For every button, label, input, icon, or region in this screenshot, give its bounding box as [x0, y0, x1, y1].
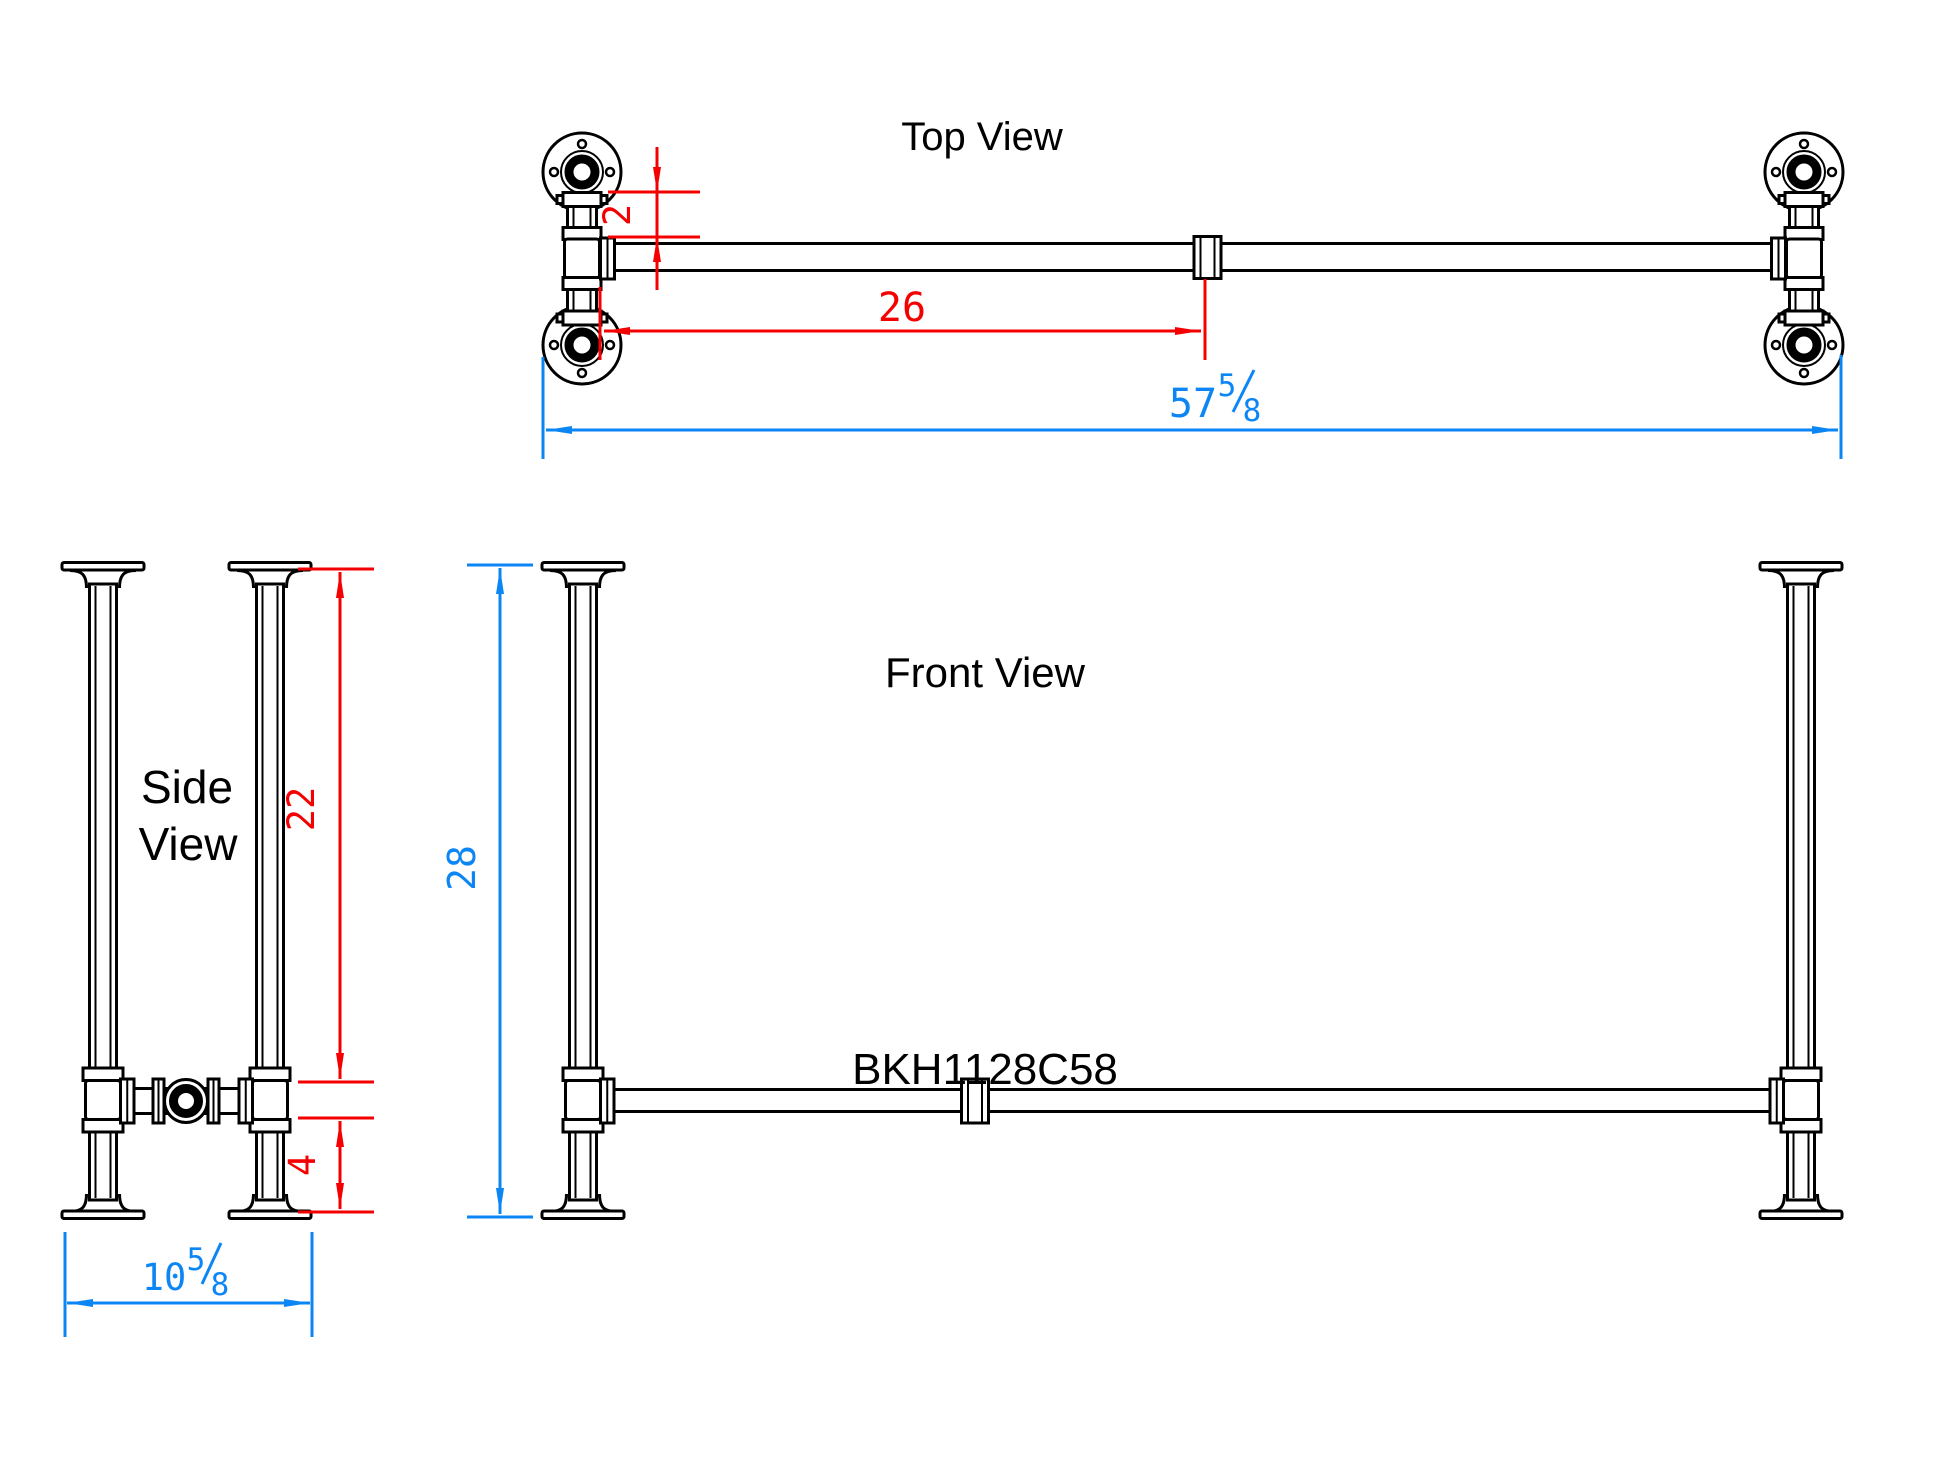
dimension-overall-width: 57 5 8 — [541, 355, 1843, 459]
front-view: Front View 28 — [440, 561, 1844, 1220]
overall-width-whole: 57 — [1169, 381, 1217, 427]
depth-fraction-slash — [200, 1242, 223, 1285]
dimension-overall-height-value: 28 — [440, 845, 484, 891]
dimension-overall-height: 28 — [440, 563, 533, 1219]
dimension-flange-offset-value: 2 — [596, 204, 639, 226]
depth-numerator: 5 — [187, 1242, 206, 1278]
side-view-right-socket — [237, 1077, 254, 1125]
top-view: Top View 2 — [541, 115, 1843, 459]
overall-width-numerator: 5 — [1218, 368, 1237, 404]
dimension-lower-leg-value: 4 — [281, 1154, 324, 1176]
top-view-title: Top View — [901, 115, 1063, 159]
side-view-title-line2: View — [139, 818, 239, 870]
dimension-flange-offset: 2 — [596, 147, 700, 290]
dimension-lower-leg: 4 — [281, 1116, 374, 1214]
dimension-bar-segment: 26 — [598, 279, 1207, 360]
front-view-rail — [614, 1088, 1770, 1113]
front-view-left-socket — [599, 1077, 616, 1125]
dimension-upper-leg: 22 — [280, 567, 374, 1084]
front-view-right-socket — [1768, 1077, 1785, 1125]
part-number: BKH1128C58 — [852, 1045, 1118, 1094]
top-view-left-socket — [599, 236, 616, 281]
side-view-right-ring — [206, 1077, 221, 1125]
overall-width-fraction-slash — [1231, 369, 1256, 413]
top-view-middle-coupling — [1192, 235, 1223, 280]
side-view-left-ring — [151, 1077, 166, 1125]
side-view-cross-fitting — [163, 1078, 209, 1124]
front-view-title: Front View — [885, 649, 1086, 696]
dimension-depth: 10 5 8 — [63, 1232, 314, 1337]
front-view-rail-coupling — [960, 1077, 990, 1125]
side-view-left-socket — [119, 1077, 136, 1125]
side-view-title-line1: Side — [141, 761, 233, 813]
depth-whole: 10 — [142, 1256, 187, 1299]
depth-denominator: 8 — [211, 1267, 230, 1303]
side-view: Side View 22 — [60, 561, 374, 1337]
dimension-bar-segment-value: 26 — [878, 285, 926, 331]
top-view-right-socket — [1770, 236, 1787, 281]
overall-width-denominator: 8 — [1243, 393, 1262, 429]
dimension-upper-leg-value: 22 — [280, 787, 323, 832]
